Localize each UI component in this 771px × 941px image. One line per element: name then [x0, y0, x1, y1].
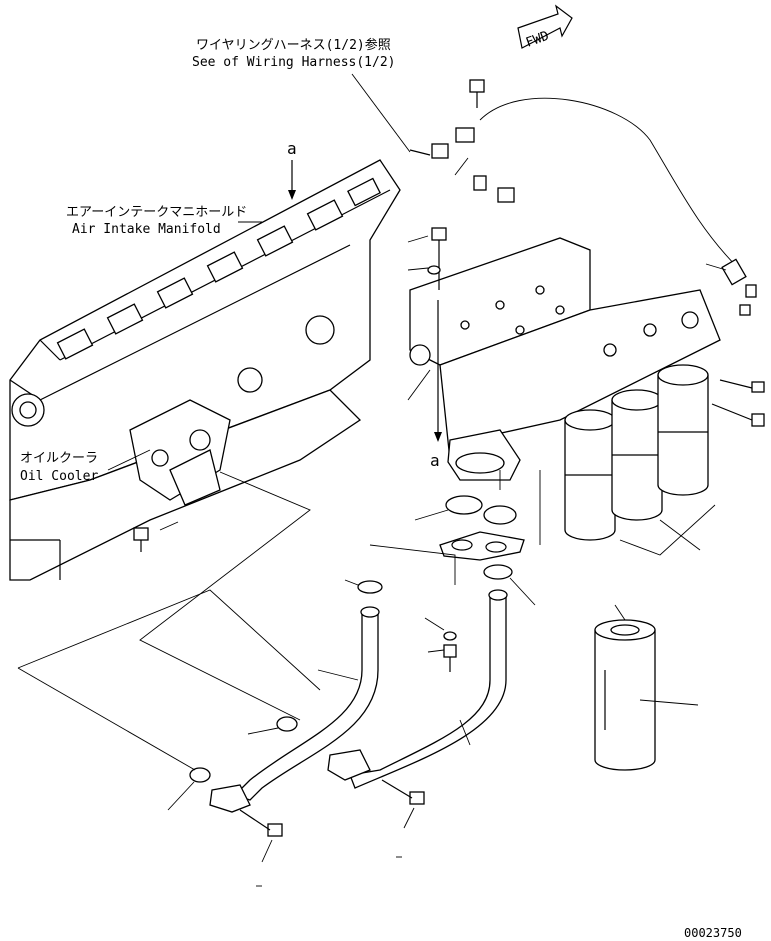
oil-cooler-label-jp: オイルクーラ — [20, 451, 98, 466]
oil-pipes — [209, 589, 508, 813]
engine-block — [9, 159, 401, 581]
mounting-bolts — [407, 227, 765, 427]
wiring-harness-label-en: See of Wiring Harness(1/2) — [192, 55, 396, 70]
manifold-label-jp: エアーインテークマニホールド — [66, 205, 247, 220]
filter-head-assembly — [409, 237, 721, 481]
fwd-label: FWD — [524, 29, 551, 51]
drain-plug — [133, 521, 179, 552]
gaskets — [344, 495, 536, 672]
ref-arrowhead-top — [288, 190, 296, 200]
fwd-arrow-icon: FWD — [517, 4, 573, 51]
filter-cartridges — [564, 364, 716, 556]
oil-cooler-leader-line — [107, 449, 151, 471]
spare-filter-cartridge — [594, 604, 699, 771]
oil-cooler-label-en: Oil Cooler — [20, 469, 98, 484]
ref-mark-a-top: a — [287, 139, 297, 158]
pipe-fittings — [167, 716, 425, 887]
wiring-leader-line — [351, 73, 411, 153]
connection-outlines — [17, 470, 541, 771]
drawing-number: 00023750 — [684, 926, 742, 940]
manifold-label-en: Air Intake Manifold — [72, 222, 221, 237]
ref-arrowhead-bottom — [434, 432, 442, 442]
wiring-harness-label-jp: ワイヤリングハーネス(1/2)参照 — [196, 37, 391, 53]
sensor-harness — [409, 79, 757, 316]
ref-mark-a-bottom: a — [430, 451, 440, 470]
